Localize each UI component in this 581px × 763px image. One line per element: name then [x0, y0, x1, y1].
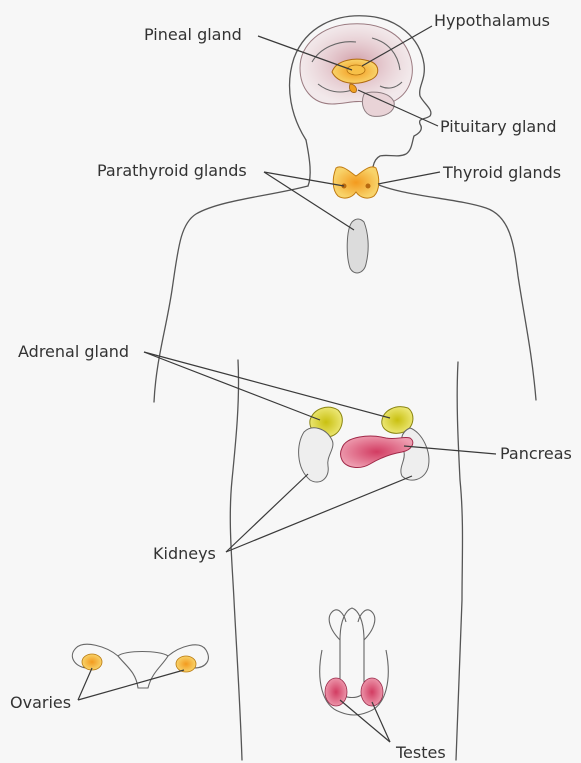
- kidney-right: [401, 428, 429, 480]
- thyroid-leader: [378, 172, 440, 184]
- thyroid: [333, 167, 379, 273]
- kidneys-leader-left: [226, 474, 308, 552]
- leader-lines: [78, 26, 496, 742]
- testis-left: [325, 678, 347, 706]
- left-arm: [154, 186, 308, 402]
- female-reproductive: [72, 644, 208, 688]
- testes-leader-right: [372, 702, 390, 742]
- kidneys-leader-right: [226, 476, 412, 552]
- pancreas-shape: [341, 436, 413, 467]
- brain: [300, 24, 412, 117]
- labels: Pineal gland Hypothalamus Pituitary glan…: [10, 11, 572, 762]
- vas-deferens-left: [329, 610, 346, 640]
- label-kidneys: Kidneys: [153, 544, 216, 563]
- torso-left: [230, 360, 242, 760]
- adrenal-leader-right: [144, 352, 390, 418]
- ovaries-leader-right: [78, 670, 184, 700]
- ovaries-leader-left: [78, 668, 92, 700]
- torso-right: [456, 362, 463, 760]
- thyroid-gland-shape: [333, 167, 379, 198]
- parathyroid-gland-right: [366, 184, 371, 189]
- label-parathyroid-glands: Parathyroid glands: [97, 161, 247, 180]
- vas-deferens-right: [358, 610, 375, 640]
- ovary-right: [176, 656, 196, 672]
- kidney-left: [299, 428, 333, 482]
- right-arm: [372, 182, 536, 400]
- ovary-left: [82, 654, 102, 670]
- testis-right: [361, 678, 383, 706]
- adrenal-leader-left: [144, 352, 320, 420]
- label-pineal-gland: Pineal gland: [144, 25, 242, 44]
- label-thyroid-glands: Thyroid glands: [442, 163, 561, 182]
- male-reproductive: [320, 608, 389, 715]
- label-pituitary-gland: Pituitary gland: [440, 117, 557, 136]
- uterus-shape: [118, 652, 168, 689]
- label-hypothalamus: Hypothalamus: [434, 11, 550, 30]
- label-ovaries: Ovaries: [10, 693, 71, 712]
- label-pancreas: Pancreas: [500, 444, 572, 463]
- label-adrenal-gland: Adrenal gland: [18, 342, 129, 361]
- parathyroid-leader-1: [264, 172, 344, 186]
- label-testes: Testes: [395, 743, 446, 762]
- testes-leader-left: [340, 700, 390, 742]
